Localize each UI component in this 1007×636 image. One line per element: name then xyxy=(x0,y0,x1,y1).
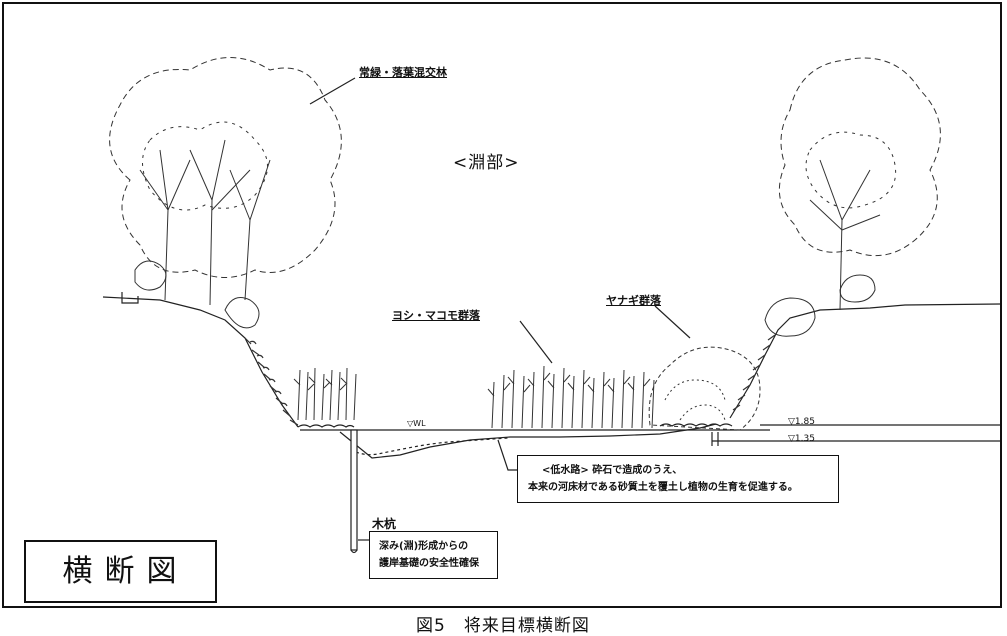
riverbed-profile xyxy=(339,423,717,459)
left-bank-ground xyxy=(102,296,299,428)
mixed-forest-label: 常緑・落葉混交林 xyxy=(359,66,447,79)
left-trees xyxy=(109,57,342,329)
pile-note-line-2: 護岸基礎の安全性確保 xyxy=(379,558,479,569)
channel-note-line-1: <低水路> 砕石で造成のうえ、 xyxy=(542,465,683,476)
reed-leader xyxy=(519,320,553,364)
level-1-label: ▽1.85 xyxy=(788,417,815,427)
reed-community-label: ヨシ・マコモ群落 xyxy=(392,309,480,322)
right-foot-stones xyxy=(659,423,733,427)
right-trees xyxy=(764,57,941,337)
title-box: 横断図 xyxy=(24,540,217,603)
wooden-pile xyxy=(350,429,358,551)
drawing-frame xyxy=(2,2,1002,608)
pile-note: 深み(淵)形成からの 護岸基礎の安全性確保 xyxy=(369,531,498,579)
willow-shrubs xyxy=(648,346,761,431)
right-bank-ground xyxy=(729,303,1001,419)
section-name: <淵部> xyxy=(453,153,520,173)
willow-leader xyxy=(654,305,691,339)
forest-leader xyxy=(309,77,356,105)
pile-note-line-1: 深み(淵)形成からの xyxy=(379,541,469,552)
channel-note-line-2: 本来の河床材である砂質土を覆土し植物の生育を促進する。 xyxy=(528,482,798,493)
low-water-channel-note: <低水路> 砕石で造成のうえ、 本来の河床材である砂質土を覆土し植物の生育を促進… xyxy=(517,455,839,503)
left-foot-stones xyxy=(297,424,355,428)
channel-leader xyxy=(497,439,517,471)
level-2-label: ▽1.35 xyxy=(788,434,815,444)
left-riprap xyxy=(244,337,299,426)
left-wall xyxy=(121,292,139,304)
figure-caption: 図5 将来目標横断図 xyxy=(416,616,590,636)
reeds-center xyxy=(487,365,655,429)
wooden-pile-label: 木杭 xyxy=(372,517,397,531)
willow-community-label: ヤナギ群落 xyxy=(606,294,661,307)
water-level-label: ▽WL xyxy=(407,419,426,428)
right-riprap xyxy=(732,334,776,411)
reeds-left xyxy=(293,367,357,421)
